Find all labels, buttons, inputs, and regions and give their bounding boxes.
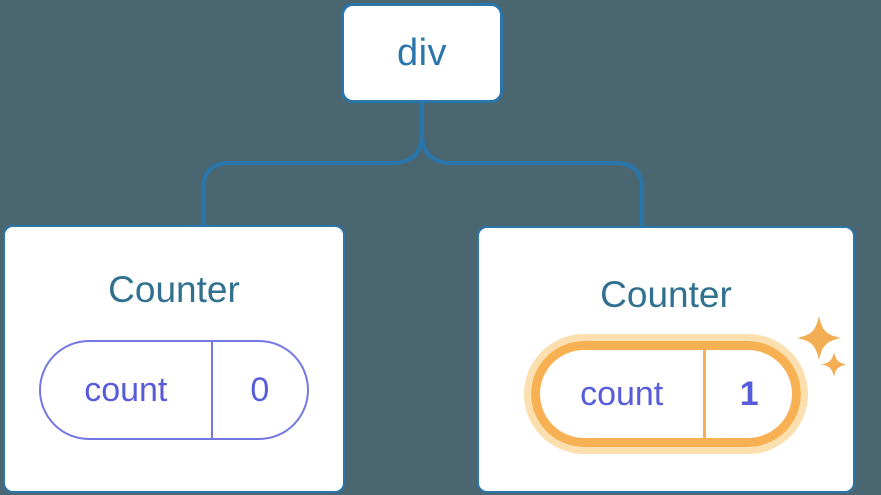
- state-key-label: count: [580, 374, 664, 413]
- counter-card-1-state-pill: count 0: [39, 339, 309, 440]
- tree-node-div-label: div: [396, 32, 448, 74]
- state-value-label: 1: [739, 374, 759, 413]
- counter-card-1: Counter count 0: [3, 225, 345, 493]
- counter-card-2: Counter count 1: [477, 226, 855, 493]
- state-value-label: 0: [250, 370, 270, 409]
- state-value-section: 0: [213, 342, 307, 438]
- counter-card-2-title: Counter: [600, 274, 732, 315]
- state-key-section: count: [540, 349, 707, 438]
- state-value-section: 1: [706, 350, 792, 438]
- tree-node-div: div: [341, 3, 503, 103]
- counter-card-2-state-pill-highlighted: count 1: [524, 333, 808, 454]
- state-key-label: count: [84, 370, 168, 409]
- counter-card-1-title: Counter: [108, 269, 240, 310]
- state-key-section: count: [41, 341, 213, 438]
